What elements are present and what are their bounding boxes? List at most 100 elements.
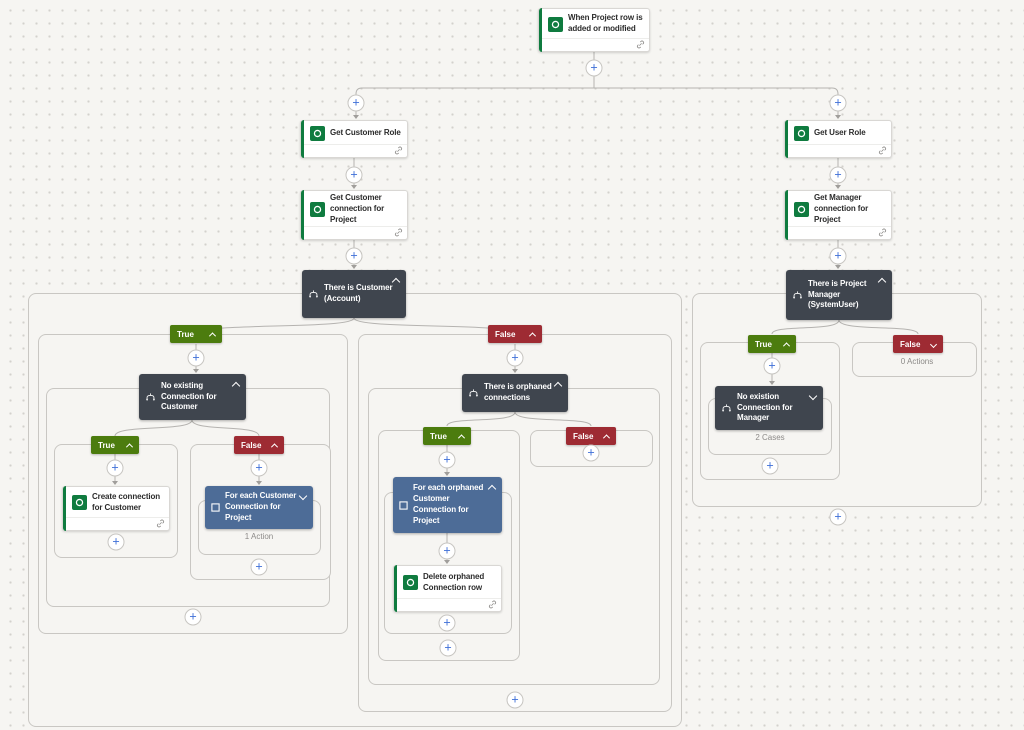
chevron-up-icon [270, 442, 279, 450]
action-title: Create connection for Customer [92, 491, 161, 512]
add-action-button[interactable] [250, 459, 268, 477]
chevron-up-icon[interactable] [487, 484, 497, 494]
add-action-button[interactable] [184, 608, 202, 626]
dataverse-icon [310, 201, 325, 217]
add-action-button[interactable] [438, 451, 456, 469]
add-action-button[interactable] [585, 59, 603, 77]
dataverse-icon [310, 125, 325, 141]
connection-link-icon [394, 224, 403, 242]
trigger-accent-bar [539, 8, 542, 52]
case-count-label: 2 Cases [755, 433, 785, 442]
card-accent-bar [63, 486, 66, 531]
add-action-button[interactable] [345, 166, 363, 184]
badge-label: False [573, 431, 594, 441]
for-each-icon [399, 500, 408, 510]
badge-label: True [755, 339, 772, 349]
loop-card-for-each-customer[interactable]: For each Customer Connection for Project [205, 486, 313, 529]
add-action-button[interactable] [439, 639, 457, 657]
connection-link-icon [488, 596, 497, 614]
add-action-button[interactable] [506, 349, 524, 367]
badge-label: False [900, 339, 921, 349]
loop-card-for-each-orphaned[interactable]: For each orphaned Customer Connection fo… [393, 477, 502, 533]
condition-icon [145, 392, 156, 403]
dataverse-icon [548, 16, 563, 32]
badge-label: False [241, 440, 262, 450]
add-action-button[interactable] [763, 357, 781, 375]
connection-link-icon [156, 515, 165, 533]
chevron-up-icon [528, 331, 537, 339]
add-action-button[interactable] [582, 444, 600, 462]
true-badge[interactable]: True [748, 335, 796, 353]
false-badge[interactable]: False [488, 325, 542, 343]
loop-title: For each Customer Connection for Project [225, 491, 297, 522]
condition-card-no-existion-connection[interactable]: No existion Connection for Manager [715, 386, 823, 430]
add-action-button[interactable] [438, 614, 456, 632]
condition-title: No existion Connection for Manager [737, 391, 793, 423]
action-title: Get Manager connection for Project [814, 193, 869, 224]
chevron-up-icon[interactable] [231, 381, 241, 391]
add-action-button[interactable] [829, 508, 847, 526]
false-badge[interactable]: False [234, 436, 284, 454]
trigger-card-when-project-row-modified[interactable]: When Project row is added or modified [538, 8, 650, 52]
condition-card-there-is-project-manager[interactable]: There is Project Manager (SystemUser) [786, 270, 892, 320]
connection-link-icon [636, 36, 645, 54]
chevron-up-icon[interactable] [391, 277, 401, 287]
card-accent-bar [394, 565, 397, 612]
action-card-create-connection[interactable]: Create connection for Customer [62, 486, 170, 531]
add-action-button[interactable] [829, 247, 847, 265]
dataverse-icon [794, 201, 809, 217]
chevron-up-icon[interactable] [877, 277, 887, 287]
add-action-button[interactable] [345, 247, 363, 265]
dataverse-icon [72, 495, 87, 510]
add-action-button[interactable] [187, 349, 205, 367]
action-title: Get User Role [814, 127, 866, 137]
card-accent-bar [301, 120, 304, 158]
true-badge[interactable]: True [170, 325, 222, 343]
add-action-button[interactable] [250, 558, 268, 576]
condition-card-there-is-customer[interactable]: There is Customer (Account) [302, 270, 406, 318]
action-title: Get Customer connection for Project [330, 193, 385, 224]
add-action-button[interactable] [347, 94, 365, 112]
add-action-button[interactable] [829, 94, 847, 112]
action-card-delete-orphaned[interactable]: Delete orphaned Connection row [393, 565, 502, 612]
add-action-button[interactable] [107, 533, 125, 551]
condition-card-there-is-orphaned[interactable]: There is orphaned connections [462, 374, 568, 412]
action-title: Get Customer Role [330, 127, 401, 137]
connection-link-icon [878, 142, 887, 160]
action-card-get-customer-connection[interactable]: Get Customer connection for Project [300, 190, 408, 240]
false-badge[interactable]: False [566, 427, 616, 445]
condition-title: There is Customer (Account) [324, 283, 393, 303]
chevron-up-icon[interactable] [553, 381, 563, 391]
action-card-get-user-role[interactable]: Get User Role [784, 120, 892, 158]
chevron-down-icon[interactable] [808, 391, 818, 401]
condition-icon [468, 388, 479, 399]
chevron-up-icon [457, 433, 466, 441]
connection-link-icon [878, 224, 887, 242]
condition-icon [721, 403, 732, 414]
for-each-icon [211, 503, 220, 512]
condition-card-no-existing-connection[interactable]: No existing Connection for Customer [139, 374, 246, 420]
chevron-up-icon [208, 331, 217, 339]
action-count-label: 1 Action [244, 532, 274, 541]
badge-label: False [495, 329, 516, 339]
loop-title: For each orphaned Customer Connection fo… [413, 483, 484, 525]
connection-link-icon [394, 142, 403, 160]
chevron-up-icon [782, 341, 791, 349]
add-action-button[interactable] [506, 691, 524, 709]
add-action-button[interactable] [761, 457, 779, 475]
dataverse-icon [794, 125, 809, 141]
false-badge[interactable]: False [893, 335, 943, 353]
add-action-button[interactable] [829, 166, 847, 184]
true-badge[interactable]: True [423, 427, 471, 445]
chevron-down-icon[interactable] [298, 491, 308, 501]
add-action-button[interactable] [438, 542, 456, 560]
action-card-get-customer-role[interactable]: Get Customer Role [300, 120, 408, 158]
condition-icon [792, 290, 803, 301]
dataverse-icon [403, 575, 418, 590]
add-action-button[interactable] [106, 459, 124, 477]
action-card-get-manager-connection[interactable]: Get Manager connection for Project [784, 190, 892, 240]
condition-icon [308, 289, 319, 300]
badge-label: True [177, 329, 194, 339]
true-badge[interactable]: True [91, 436, 139, 454]
